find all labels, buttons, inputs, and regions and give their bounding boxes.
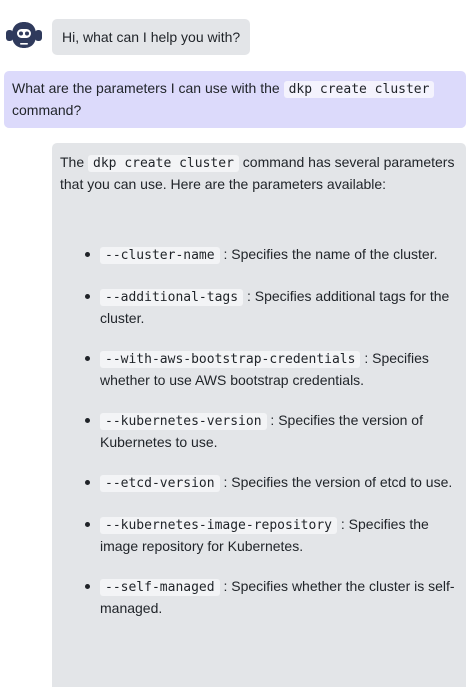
param-flag: --cluster-name: [100, 247, 220, 264]
intro-text-end: command has several parameters that you …: [60, 154, 455, 192]
list-item: --kubernetes-image-repository : Specifie…: [85, 514, 458, 556]
user-message-text: What are the parameters I can use with t…: [12, 80, 284, 96]
list-item: --with-aws-bootstrap-credentials : Speci…: [85, 348, 458, 390]
param-desc: : Specifies the image repository for Kub…: [100, 516, 429, 554]
param-flag: --etcd-version: [100, 475, 220, 492]
param-flag: --kubernetes-image-repository: [100, 517, 337, 534]
param-desc: : Specifies the version of etcd to use.: [219, 474, 453, 490]
inline-code: dkp create cluster: [88, 155, 239, 172]
reply-intro: The dkp create cluster command has sever…: [60, 152, 458, 194]
list-item: --cluster-name : Specifies the name of t…: [85, 244, 458, 266]
bot-greeting-bubble: Hi, what can I help you with?: [52, 19, 251, 55]
param-flag: --self-managed: [100, 579, 220, 596]
list-item: --additional-tags : Specifies additional…: [85, 286, 458, 328]
param-desc: : Specifies whether to use AWS bootstrap…: [100, 350, 429, 388]
param-desc: : Specifies the version of Kubernetes to…: [100, 412, 423, 450]
param-desc: : Specifies additional tags for the clus…: [100, 288, 450, 326]
robot-icon: [6, 22, 42, 48]
bot-reply-bubble: The dkp create cluster command has sever…: [52, 143, 466, 687]
param-flag: --kubernetes-version: [100, 413, 267, 430]
param-flag: --with-aws-bootstrap-credentials: [100, 351, 361, 368]
intro-text: The: [60, 154, 89, 170]
user-message-bubble: What are the parameters I can use with t…: [4, 71, 466, 128]
list-item: --self-managed : Specifies whether the c…: [85, 576, 458, 618]
greeting-text: Hi, what can I help you with?: [62, 29, 241, 45]
param-desc: : Specifies the name of the cluster.: [219, 246, 438, 262]
inline-code: dkp create cluster: [283, 81, 435, 98]
list-item: --kubernetes-version : Specifies the ver…: [85, 410, 458, 452]
param-flag: --additional-tags: [100, 289, 244, 306]
parameter-list: --cluster-name : Specifies the name of t…: [60, 244, 458, 618]
param-desc: : Specifies whether the cluster is self-…: [100, 578, 455, 616]
user-message-text-end: command?: [12, 102, 82, 118]
list-item: --etcd-version : Specifies the version o…: [85, 472, 458, 494]
